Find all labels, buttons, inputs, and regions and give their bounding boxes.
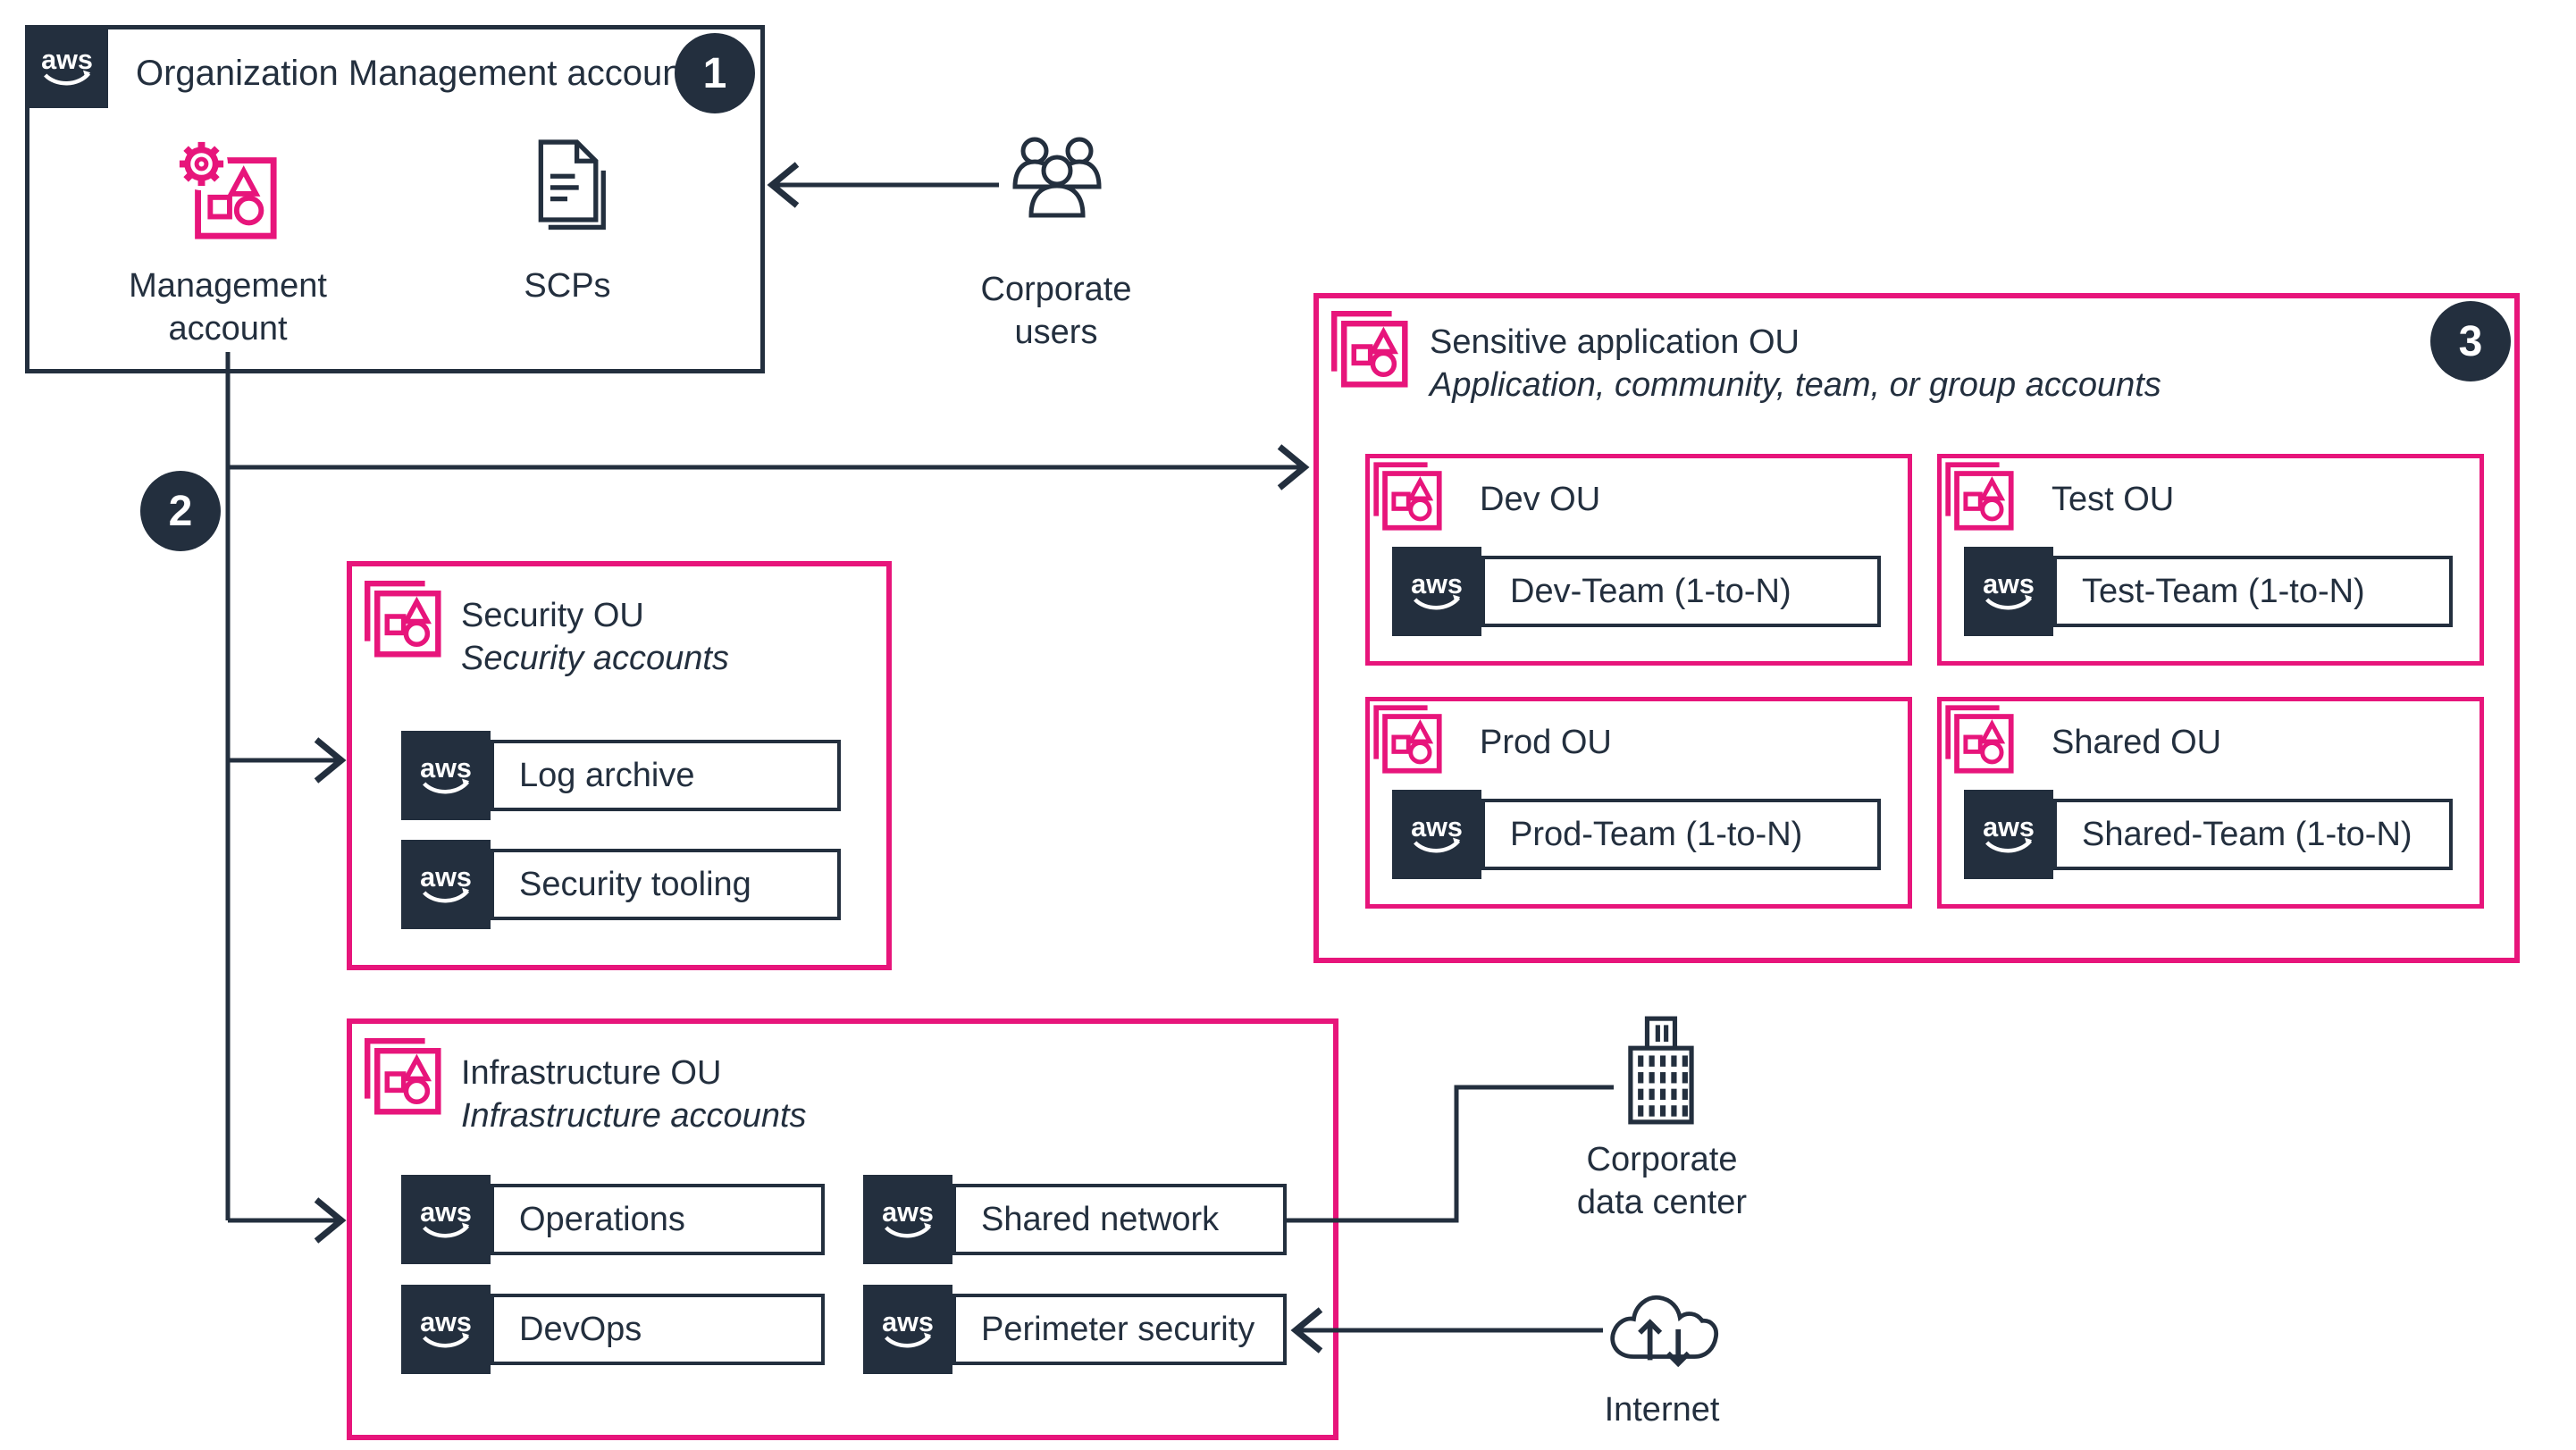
corporate-data-center-label: Corporate data center [1576,1141,1748,1221]
corporate-users-icon [999,129,1115,232]
security-ou-title: Security OU [461,597,644,634]
svg-text:aws: aws [420,862,472,893]
security-ou-subtitle: Security accounts [461,640,729,677]
account-label: Operations [491,1184,825,1255]
scps-icon [520,136,615,241]
step-badge-1: 1 [675,33,755,113]
infrastructure-ou-subtitle: Infrastructure accounts [461,1097,807,1135]
internet-icon [1603,1285,1723,1370]
org-box-title: Organization Management account [136,54,692,93]
ou-icon [1941,700,2014,774]
management-account-label: Management account [129,267,327,348]
corporate-data-center-icon [1615,1015,1708,1126]
account-row-prod-team: aws Prod-Team (1-to-N) [1392,790,1881,879]
prod-ou-title: Prod OU [1480,724,1612,761]
aws-account-icon: aws [401,1285,491,1374]
account-row-shared-team: aws Shared-Team (1-to-N) [1964,790,2453,879]
account-label: Test-Team (1-to-N) [2053,556,2453,627]
svg-text:aws: aws [420,1197,472,1228]
ou-icon [359,1033,441,1115]
ou-icon [1369,457,1442,531]
aws-logo-icon: aws [41,44,93,85]
arrowhead-right-into-security-ou [314,737,347,784]
step-badge-2: 2 [140,471,221,551]
scps-label: SCPs [524,267,611,305]
svg-text:aws: aws [1411,812,1463,842]
shared-ou-title: Shared OU [2052,724,2222,761]
svg-text:aws: aws [1411,569,1463,599]
account-label: DevOps [491,1294,825,1365]
account-row-shared-network: aws Shared network [863,1175,1287,1264]
account-label: Prod-Team (1-to-N) [1481,799,1881,870]
arrowhead-right-into-infrastructure-ou [314,1197,347,1244]
ou-icon [359,575,441,658]
aws-account-icon: aws [1964,547,2053,636]
account-row-test-team: aws Test-Team (1-to-N) [1964,547,2453,636]
arrowhead-right-into-sensitive-ou [1277,444,1310,490]
account-row-perimeter-security: aws Perimeter security [863,1285,1287,1374]
test-ou-title: Test OU [2052,481,2175,518]
account-row-devops: aws DevOps [401,1285,825,1374]
ou-icon [1326,306,1408,388]
aws-account-icon: aws [401,1175,491,1264]
svg-text:aws: aws [882,1197,934,1228]
ou-icon [1369,700,1442,774]
svg-text:aws: aws [420,753,472,784]
account-row-dev-team: aws Dev-Team (1-to-N) [1392,547,1881,636]
aws-account-icon: aws [1964,790,2053,879]
aws-account-icon: aws [1392,790,1481,879]
org-management-account-box [25,25,765,373]
arrowhead-left-into-org [767,162,800,208]
step-badge-3: 3 [2430,301,2511,381]
sensitive-ou-subtitle: Application, community, team, or group a… [1430,366,2161,404]
account-label: Dev-Team (1-to-N) [1481,556,1881,627]
svg-text:aws: aws [882,1307,934,1337]
corporate-users-label: Corporate users [980,271,1132,351]
dev-ou-title: Dev OU [1480,481,1601,518]
svg-text:aws: aws [41,44,93,74]
aws-logo: aws [25,25,108,108]
svg-text:aws: aws [420,1307,472,1337]
account-label: Shared network [952,1184,1287,1255]
ou-icon [1941,457,2014,531]
management-account-icon [175,138,281,243]
account-label: Perimeter security [952,1294,1287,1365]
account-label: Security tooling [491,849,841,920]
account-row-log-archive: aws Log archive [401,731,841,820]
infrastructure-ou-title: Infrastructure OU [461,1054,722,1092]
aws-account-icon: aws [863,1175,952,1264]
aws-account-icon: aws [401,731,491,820]
svg-text:aws: aws [1983,812,2035,842]
aws-account-icon: aws [401,840,491,929]
svg-text:aws: aws [1983,569,2035,599]
account-label: Log archive [491,740,841,811]
aws-account-icon: aws [863,1285,952,1374]
internet-label: Internet [1604,1391,1720,1429]
account-row-operations: aws Operations [401,1175,825,1264]
account-row-security-tooling: aws Security tooling [401,840,841,929]
sensitive-ou-title: Sensitive application OU [1430,323,1800,361]
aws-account-icon: aws [1392,547,1481,636]
account-label: Shared-Team (1-to-N) [2053,799,2453,870]
